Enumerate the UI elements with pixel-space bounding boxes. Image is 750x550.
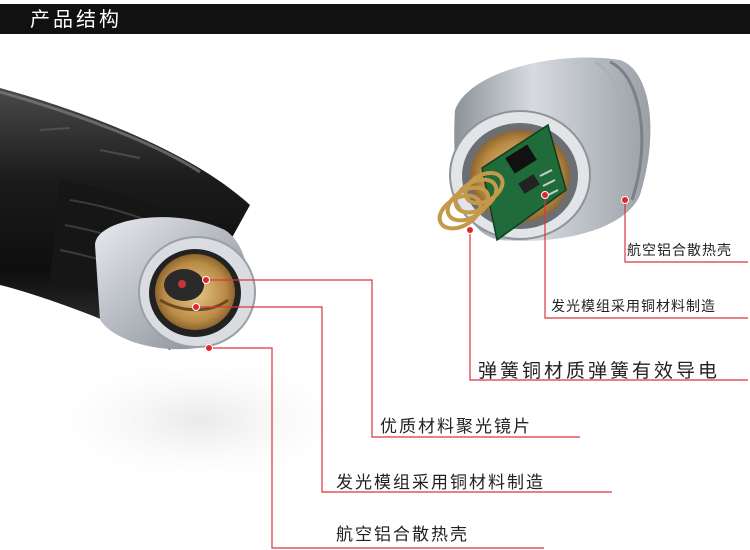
callout-dot-spring	[466, 226, 474, 234]
label-bottom-shell: 航空铝合散热壳	[336, 525, 469, 545]
label-lens: 优质材料聚光镜片	[380, 417, 532, 437]
header-bar	[0, 4, 750, 34]
light-module	[437, 57, 651, 242]
callout-line-lens	[206, 279, 580, 438]
callout-dot-bottom-module	[192, 303, 200, 311]
callout-dot-top-shell	[621, 196, 629, 204]
label-spring: 弹簧铜材质弹簧有效导电	[478, 360, 721, 382]
label-top-module: 发光模组采用铜材料制造	[551, 299, 716, 315]
callout-dots	[192, 191, 629, 352]
callout-dot-lens	[202, 276, 210, 284]
page-title: 产品结构	[30, 7, 122, 31]
flashlight-head	[95, 217, 256, 350]
label-bottom-module: 发光模组采用铜材料制造	[336, 473, 545, 493]
label-top-shell: 航空铝合散热壳	[627, 243, 732, 259]
callout-dot-top-module	[541, 191, 549, 199]
callout-line-top-module	[544, 195, 748, 319]
callout-lines	[196, 195, 748, 549]
callout-line-bottom-module	[196, 306, 612, 493]
callout-line-spring	[469, 230, 748, 381]
callout-dot-bottom-shell	[205, 344, 213, 352]
callout-line-top-shell	[624, 200, 748, 263]
reflection	[30, 350, 370, 490]
callout-line-bottom-shell	[209, 347, 544, 549]
